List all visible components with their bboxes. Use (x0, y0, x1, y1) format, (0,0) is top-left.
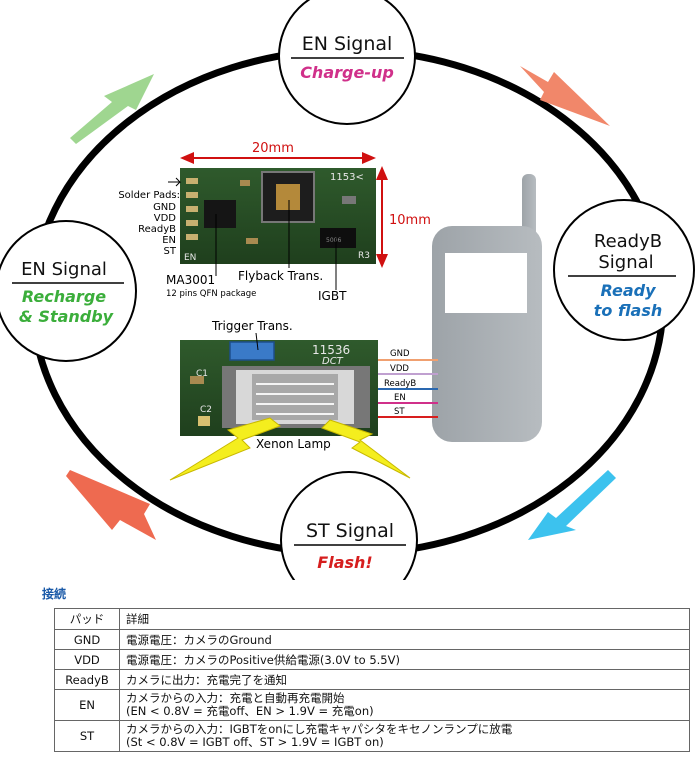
detail-cell: カメラからの入力：IGBTをonにし充電キャパシタをキセノンランプに放電 (St… (119, 720, 690, 752)
node-bottom-title: ST Signal (306, 520, 394, 542)
table-row: ST カメラからの入力：IGBTをonにし充電キャパシタをキセノンランプに放電 … (54, 720, 690, 752)
flash-module-diagram: EN Signal Charge-up ReadyB Signal Ready … (0, 0, 695, 580)
table-row: ReadyB カメラに出力：充電完了を通知 (54, 669, 690, 690)
header-detail: 詳細 (119, 608, 690, 630)
node-readyb: ReadyB Signal Ready to flash (553, 199, 695, 341)
node-right-subtitle-2: to flash (594, 301, 663, 320)
wire-label-st: ST (394, 407, 405, 417)
board-width-label: 20mm (252, 141, 294, 156)
node-right-title-1: ReadyB (594, 231, 662, 252)
pad-label-en: EN (162, 235, 176, 246)
node-left-subtitle-2: & Standby (19, 307, 114, 326)
detail-cell: カメラに出力：充電完了を通知 (119, 669, 690, 690)
wire-label-en: EN (394, 393, 406, 403)
header-pad: パッド (54, 608, 120, 630)
node-right-title-2: Signal (598, 252, 653, 273)
board-bottom: 11536 DCT C1 C2 Trigger Trans. Xenon Lam… (169, 319, 438, 481)
connection-section: 接続 パッド 詳細 GND 電源電圧：カメラのGround VDD 電源電圧：カ… (42, 586, 690, 752)
svg-text:EN: EN (184, 253, 196, 263)
pad-table: パッド 詳細 GND 電源電圧：カメラのGround VDD 電源電圧：カメラの… (54, 608, 690, 752)
detail-line-2: (EN < 0.8V = 充電off、EN > 1.9V = 充電on) (126, 704, 374, 718)
flash-bolt-right-icon (321, 419, 411, 479)
svg-text:5006: 5006 (326, 237, 341, 244)
pad-label-readyb: ReadyB (138, 224, 176, 235)
board-bottom-marking-2: DCT (322, 356, 344, 367)
wire-label-gnd: GND (390, 349, 410, 359)
detail-line-2: (St < 0.8V = IGBT off、ST > 1.9V = IGBT o… (126, 735, 384, 749)
flash-bolt-left-icon (169, 417, 282, 481)
flyback-label: Flyback Trans. (238, 269, 323, 283)
wire-label-vdd: VDD (390, 364, 409, 374)
node-bottom-subtitle: Flash! (317, 553, 372, 572)
pad-cell: EN (54, 689, 120, 721)
detail-line-1: カメラからの入力：充電と自動再充電開始 (126, 691, 345, 705)
solder-pads-label: Solder Pads: (118, 190, 180, 201)
node-en-recharge: EN Signal Recharge & Standby (0, 220, 137, 362)
pad-label-st: ST (164, 246, 177, 257)
node-top-title: EN Signal (302, 33, 393, 55)
arrow-bottom-right-icon (528, 470, 616, 540)
arrow-top-right-icon (520, 66, 610, 126)
node-right-subtitle-1: Ready (600, 281, 656, 300)
xenon-lamp-label: Xenon Lamp (256, 437, 331, 451)
camera-phone-icon (432, 174, 542, 442)
board-bottom-marking-1: 11536 (312, 343, 350, 357)
node-left-subtitle-1: Recharge (22, 287, 106, 306)
board-top-marking: 1153< (330, 172, 364, 183)
node-en-charge: EN Signal Charge-up (278, 0, 416, 125)
detail-cell: カメラからの入力：充電と自動再充電開始 (EN < 0.8V = 充電off、E… (119, 689, 690, 721)
detail-cell: 電源電圧：カメラのGround (119, 629, 690, 650)
trigger-label: Trigger Trans. (211, 319, 293, 333)
detail-cell: 電源電圧：カメラのPositive供給電源(3.0V to 5.5V) (119, 649, 690, 670)
table-row: GND 電源電圧：カメラのGround (54, 629, 690, 650)
detail-line-1: カメラからの入力：IGBTをonにし充電キャパシタをキセノンランプに放電 (126, 722, 513, 736)
arrow-top-left-icon (70, 74, 154, 144)
board-top: 5006 1153< R3 EN 20mm 10mm Solder Pads: … (118, 141, 431, 303)
pad-label-gnd: GND (153, 202, 176, 213)
wire-label-readyb: ReadyB (384, 379, 416, 389)
node-left-title: EN Signal (21, 259, 107, 280)
svg-text:R3: R3 (358, 251, 370, 261)
table-row: EN カメラからの入力：充電と自動再充電開始 (EN < 0.8V = 充電of… (54, 689, 690, 721)
connection-title: 接続 (42, 587, 67, 601)
pad-cell: VDD (54, 649, 120, 670)
igbt-label: IGBT (318, 289, 347, 303)
table-header-row: パッド 詳細 (54, 608, 690, 630)
arrow-bottom-left-icon (66, 470, 156, 540)
node-top-subtitle: Charge-up (300, 63, 394, 82)
cap-label-c2: C2 (200, 405, 212, 415)
cap-label-c1: C1 (196, 369, 208, 379)
chip-label: MA3001 (166, 273, 215, 287)
node-st-flash: ST Signal Flash! (280, 471, 418, 580)
pad-label-vdd: VDD (154, 213, 177, 224)
pad-cell: GND (54, 629, 120, 650)
pad-cell: ReadyB (54, 669, 120, 690)
board-height-label: 10mm (389, 213, 431, 228)
pad-cell: ST (54, 720, 120, 752)
table-row: VDD 電源電圧：カメラのPositive供給電源(3.0V to 5.5V) (54, 649, 690, 670)
chip-sublabel: 12 pins QFN package (166, 289, 256, 299)
